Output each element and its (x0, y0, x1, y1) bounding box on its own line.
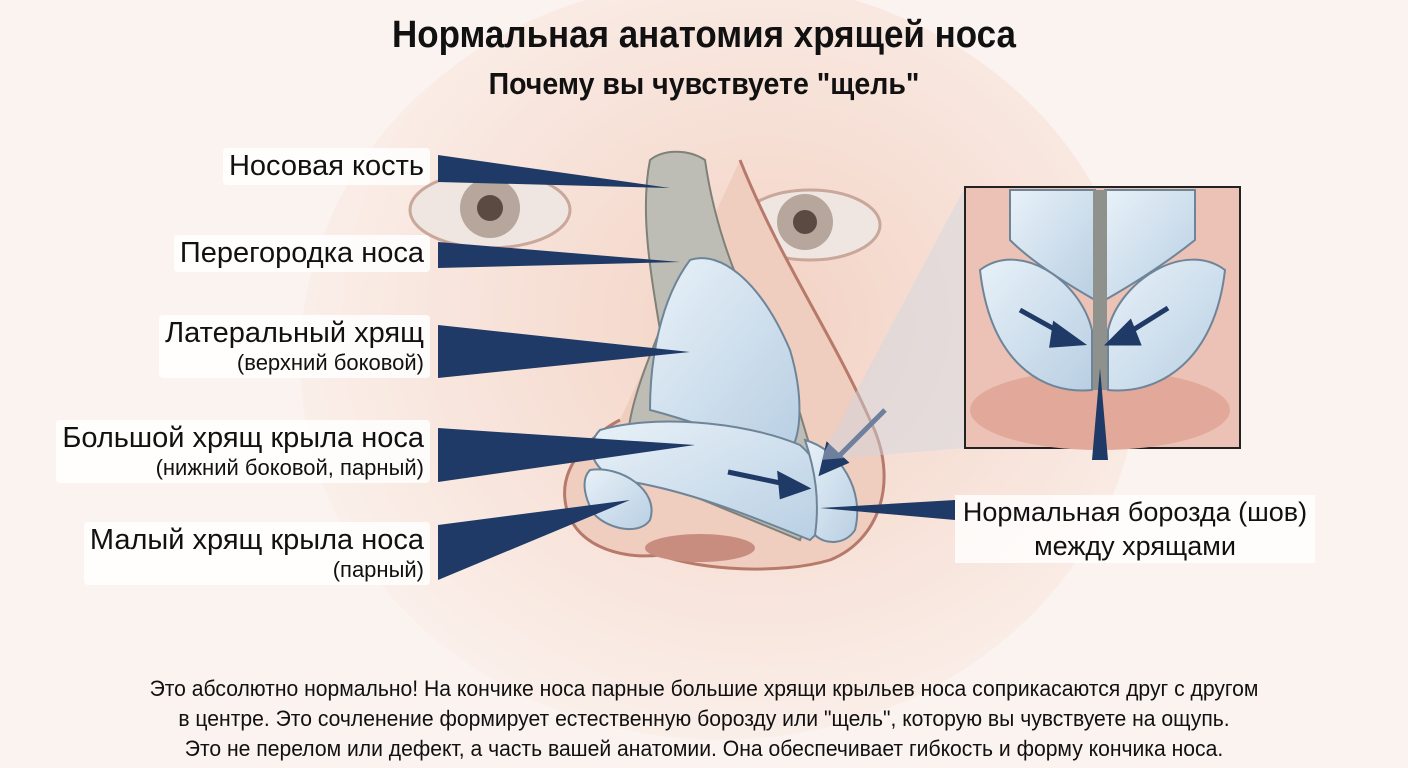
label-pointers (438, 155, 955, 580)
nostril (645, 534, 755, 562)
footer-explanation: Это абсолютно нормально! На кончике носа… (28, 674, 1380, 764)
label-main: Большой хрящ крыла носа (62, 422, 424, 454)
footer-line: Это не перелом или дефект, а часть вашей… (184, 736, 1224, 761)
page-subtitle: Почему вы чувствуете "щель" (488, 66, 920, 101)
inset-caption-line2: между хрящами (1034, 531, 1236, 561)
label-main: Малый хрящ крыла носа (89, 524, 424, 556)
junction-arrows (727, 408, 887, 500)
left-eye (408, 170, 572, 250)
label-main: Носовая кость (228, 150, 424, 182)
label-nasal-bone: Носовая кость (222, 148, 430, 185)
inset-caption-line1: Нормальная борозда (шов) (962, 497, 1308, 527)
label-lateral-cartilage: Латеральный хрящ (верхний боковой) (159, 315, 430, 378)
label-main: Латеральный хрящ (165, 317, 424, 349)
label-sub: (нижний боковой, парный) (155, 455, 424, 480)
label-sub: (верхний боковой) (236, 350, 424, 375)
footer-line: в центре. Это сочленение формирует естес… (178, 706, 1230, 731)
footer-line: Это абсолютно нормально! На кончике носа… (149, 676, 1259, 701)
label-main: Перегородка носа (179, 237, 424, 269)
minor-alar-cartilage (583, 468, 653, 531)
label-septum: Перегородка носа (173, 235, 430, 272)
label-minor-alar-cartilage: Малый хрящ крыла носа (парный) (83, 522, 430, 585)
inset-zoom-view (964, 186, 1241, 460)
page-title: Нормальная анатомия хрящей носа (392, 14, 1016, 56)
label-major-alar-cartilage: Большой хрящ крыла носа (нижний боковой,… (56, 420, 430, 483)
inset-caption: Нормальная борозда (шов) между хрящами (955, 495, 1315, 563)
label-sub: (парный) (332, 557, 424, 582)
